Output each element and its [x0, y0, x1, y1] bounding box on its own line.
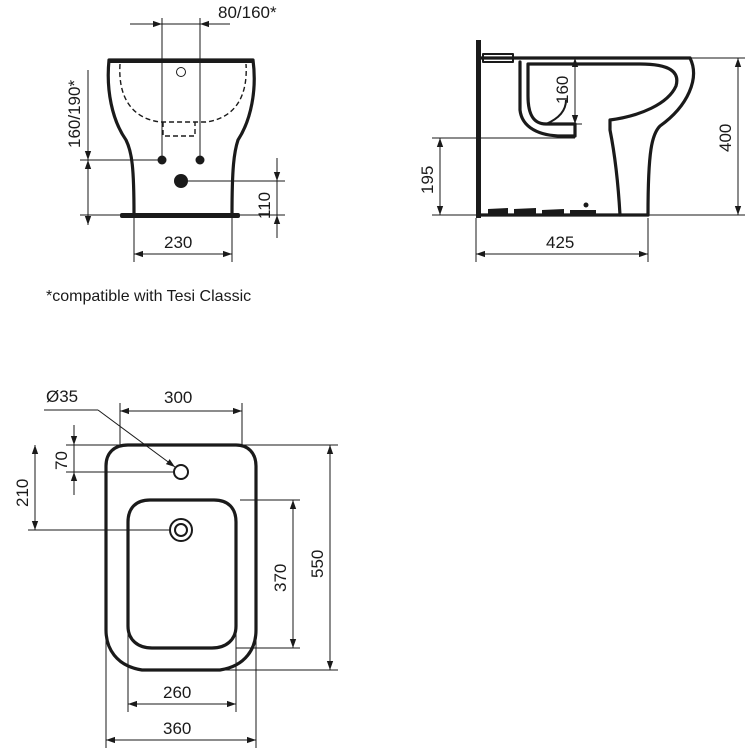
plan-view-drain-outer	[169, 518, 193, 542]
dim-400: 400	[716, 124, 735, 152]
dim-dia-35: Ø35	[46, 387, 78, 406]
front-view-outline	[106, 58, 256, 217]
side-view-bowl	[518, 60, 679, 217]
dim-360: 360	[163, 719, 191, 738]
side-view-outline	[646, 56, 696, 217]
plan-view: Ø35 300 70 210 370 550 260	[13, 387, 338, 748]
dim-70: 70	[52, 451, 71, 470]
side-view-wall-plate	[476, 40, 481, 218]
dim-80-160: 80/160*	[218, 3, 277, 22]
dim-300: 300	[164, 388, 192, 407]
dim-110: 110	[255, 192, 274, 219]
dim-160: 160	[553, 76, 572, 104]
dim-550: 550	[308, 550, 327, 578]
side-view-tap-body	[482, 53, 514, 63]
dim-160-190: 160/190*	[65, 80, 84, 148]
dim-230: 230	[164, 233, 192, 252]
front-view: 80/160* 160/190* 110 230	[65, 3, 285, 262]
plan-view-tap-hole	[173, 464, 189, 480]
plan-view-bowl	[126, 498, 238, 650]
side-view-base-feet	[488, 208, 596, 214]
front-view-bowl-hidden	[119, 63, 247, 123]
front-view-trap-hidden	[162, 122, 196, 137]
front-view-base-plate	[120, 213, 240, 218]
side-view-overflow	[545, 99, 567, 125]
front-view-tap-hole	[176, 67, 186, 77]
plan-view-drain-inner	[174, 523, 188, 537]
dim-260: 260	[163, 683, 191, 702]
dim-210: 210	[13, 479, 32, 507]
dim-425: 425	[546, 233, 574, 252]
dim-195: 195	[418, 166, 437, 194]
footnote: *compatible with Tesi Classic	[46, 288, 251, 305]
side-view: 160 400 195 425	[418, 40, 745, 262]
dim-370: 370	[271, 564, 290, 592]
